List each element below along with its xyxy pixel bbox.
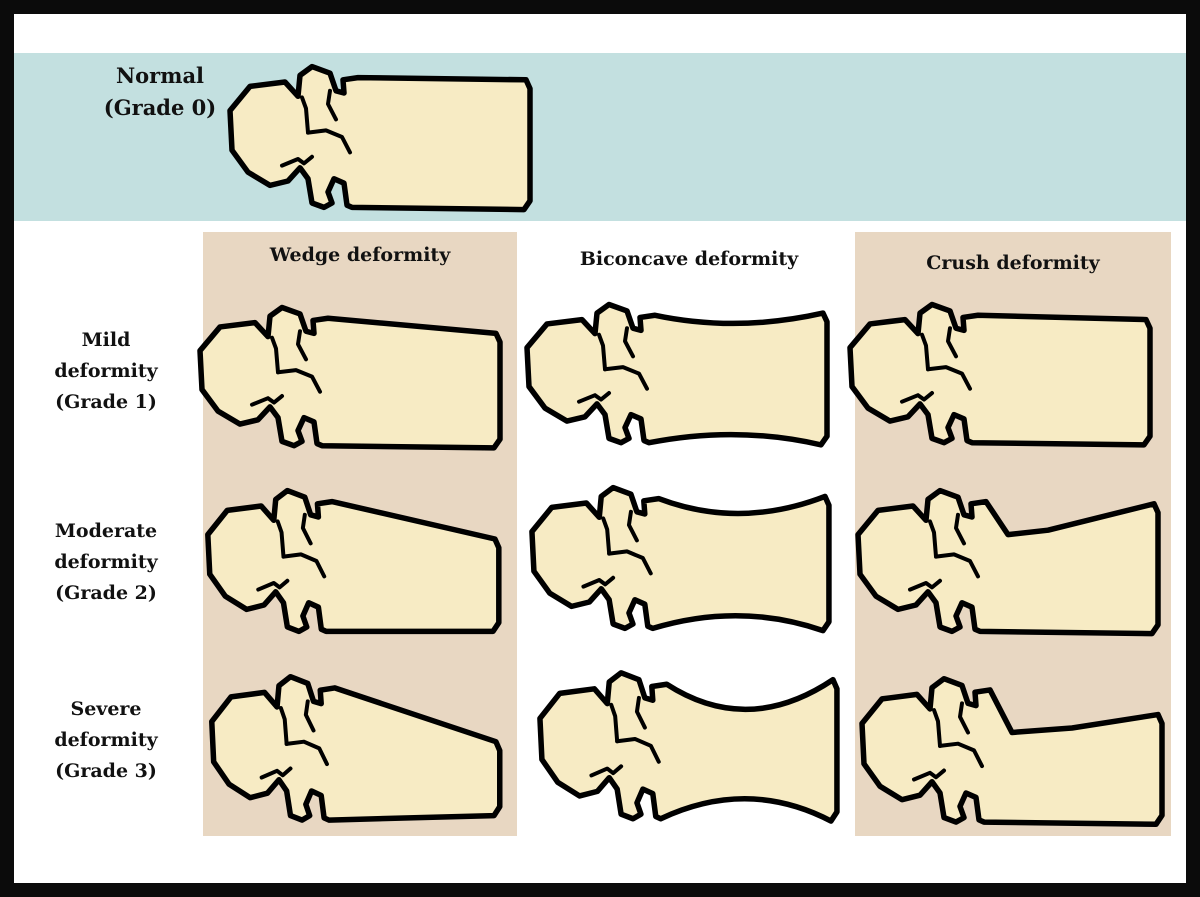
vertebra-wedge-mild-process-line-4 xyxy=(252,396,282,405)
vertebra-crush-severe xyxy=(856,672,1168,832)
vertebra-biconcave-mild-outline xyxy=(527,304,827,444)
vertebra-wedge-mild-process-line-1 xyxy=(272,338,278,373)
vertebra-crush-mild-process-line-4 xyxy=(902,393,932,402)
row-label-mild-line-3: (Grade 1) xyxy=(55,391,157,413)
vertebra-wedge-mild-outline xyxy=(200,307,500,447)
vertebra-wedge-moderate-process-line-4 xyxy=(258,581,287,590)
normal-label-line-1: Normal xyxy=(115,63,205,88)
biconcave-column-title: Biconcave deformity xyxy=(579,248,799,270)
normal-band xyxy=(14,53,1186,221)
vertebra-crush-moderate-process-line-1 xyxy=(930,521,936,556)
vertebra-normal-process-line-1 xyxy=(302,97,308,132)
vertebra-biconcave-severe-process-line-2 xyxy=(637,698,645,728)
row-label-mild-line-2: deformity xyxy=(54,360,158,382)
vertebra-biconcave-mild-process-line-1 xyxy=(599,335,605,370)
vertebra-biconcave-severe-outline xyxy=(540,673,837,821)
row-label-mild: Mild deformity (Grade 1) xyxy=(16,325,196,418)
vertebra-biconcave-moderate-process-line-3 xyxy=(609,551,651,573)
vertebra-crush-severe-outline xyxy=(862,679,1162,825)
crush-column-title: Crush deformity xyxy=(926,252,1100,274)
row-label-moderate-line-2: deformity xyxy=(54,551,158,573)
vertebra-crush-moderate-outline xyxy=(858,491,1158,634)
vertebra-wedge-moderate-outline xyxy=(208,491,499,632)
vertebra-biconcave-severe-process-line-4 xyxy=(591,766,621,775)
vertebra-crush-mild-process-line-3 xyxy=(928,367,970,389)
vertebra-normal-outline xyxy=(230,67,530,210)
vertebra-crush-mild xyxy=(844,298,1156,453)
vertebra-crush-severe-process-line-2 xyxy=(960,703,968,732)
vertebra-normal-process-line-4 xyxy=(282,157,312,166)
vertebra-crush-severe-process-line-4 xyxy=(914,771,944,780)
normal-grade-label: Normal (Grade 0) xyxy=(75,60,245,124)
vertebra-biconcave-mild-process-line-4 xyxy=(579,393,609,402)
vertebra-wedge-moderate-process-line-2 xyxy=(303,515,311,544)
vertebra-crush-moderate-process-line-2 xyxy=(956,515,964,544)
vertebra-biconcave-mild-process-line-3 xyxy=(605,367,647,389)
vertebra-wedge-mild-process-line-3 xyxy=(278,370,320,392)
vertebra-crush-moderate xyxy=(852,484,1164,641)
row-label-mild-line-1: Mild xyxy=(81,329,131,351)
vertebra-crush-moderate-process-line-3 xyxy=(936,554,978,576)
row-label-moderate-line-3: (Grade 2) xyxy=(55,582,157,604)
vertebra-biconcave-severe-process-line-3 xyxy=(617,739,659,762)
vertebra-normal-process-line-2 xyxy=(328,91,336,120)
row-label-severe-line-1: Severe xyxy=(70,698,142,720)
vertebra-biconcave-moderate-process-line-2 xyxy=(629,512,637,541)
vertebra-crush-mild-process-line-2 xyxy=(948,328,956,356)
vertebra-crush-moderate-process-line-4 xyxy=(910,581,940,590)
vertebra-biconcave-severe xyxy=(534,666,843,828)
vertebra-wedge-severe-process-line-2 xyxy=(306,701,314,730)
vertebra-biconcave-mild-process-line-2 xyxy=(625,328,633,356)
vertebra-normal-process-line-3 xyxy=(308,130,350,152)
vertebra-wedge-mild-process-line-2 xyxy=(298,331,306,359)
vertebra-crush-mild-outline xyxy=(850,304,1150,444)
vertebra-biconcave-severe-process-line-1 xyxy=(611,705,617,741)
row-label-severe-line-3: (Grade 3) xyxy=(55,760,157,782)
vertebra-crush-severe-process-line-1 xyxy=(934,710,940,746)
vertebra-crush-severe-process-line-3 xyxy=(940,744,982,766)
vertebra-normal xyxy=(224,60,536,217)
vertebra-wedge-moderate-process-line-1 xyxy=(278,521,284,556)
vertebra-biconcave-moderate-process-line-4 xyxy=(583,578,613,587)
vertebra-crush-mild-process-line-1 xyxy=(922,335,928,370)
vertebra-biconcave-moderate xyxy=(526,481,835,638)
row-label-moderate-line-1: Moderate xyxy=(54,520,158,542)
vertebra-wedge-severe xyxy=(206,670,506,830)
vertebra-wedge-mild xyxy=(194,301,506,456)
vertebra-wedge-moderate xyxy=(202,484,505,641)
normal-label-line-2: (Grade 0) xyxy=(103,95,217,120)
vertebra-wedge-severe-process-line-1 xyxy=(281,708,287,744)
vertebra-biconcave-mild xyxy=(521,298,833,453)
vertebra-wedge-severe-process-line-4 xyxy=(262,769,291,778)
row-label-moderate: Moderate deformity (Grade 2) xyxy=(16,516,196,609)
row-label-severe: Severe deformity (Grade 3) xyxy=(16,694,196,787)
vertebra-biconcave-moderate-outline xyxy=(532,488,829,631)
vertebra-biconcave-moderate-process-line-1 xyxy=(603,518,609,553)
vertebra-wedge-severe-outline xyxy=(212,677,500,820)
vertebra-wedge-severe-process-line-3 xyxy=(287,742,327,764)
row-label-severe-line-2: deformity xyxy=(54,729,158,751)
vertebra-wedge-moderate-process-line-3 xyxy=(283,554,324,576)
wedge-column-title: Wedge deformity xyxy=(269,244,451,266)
